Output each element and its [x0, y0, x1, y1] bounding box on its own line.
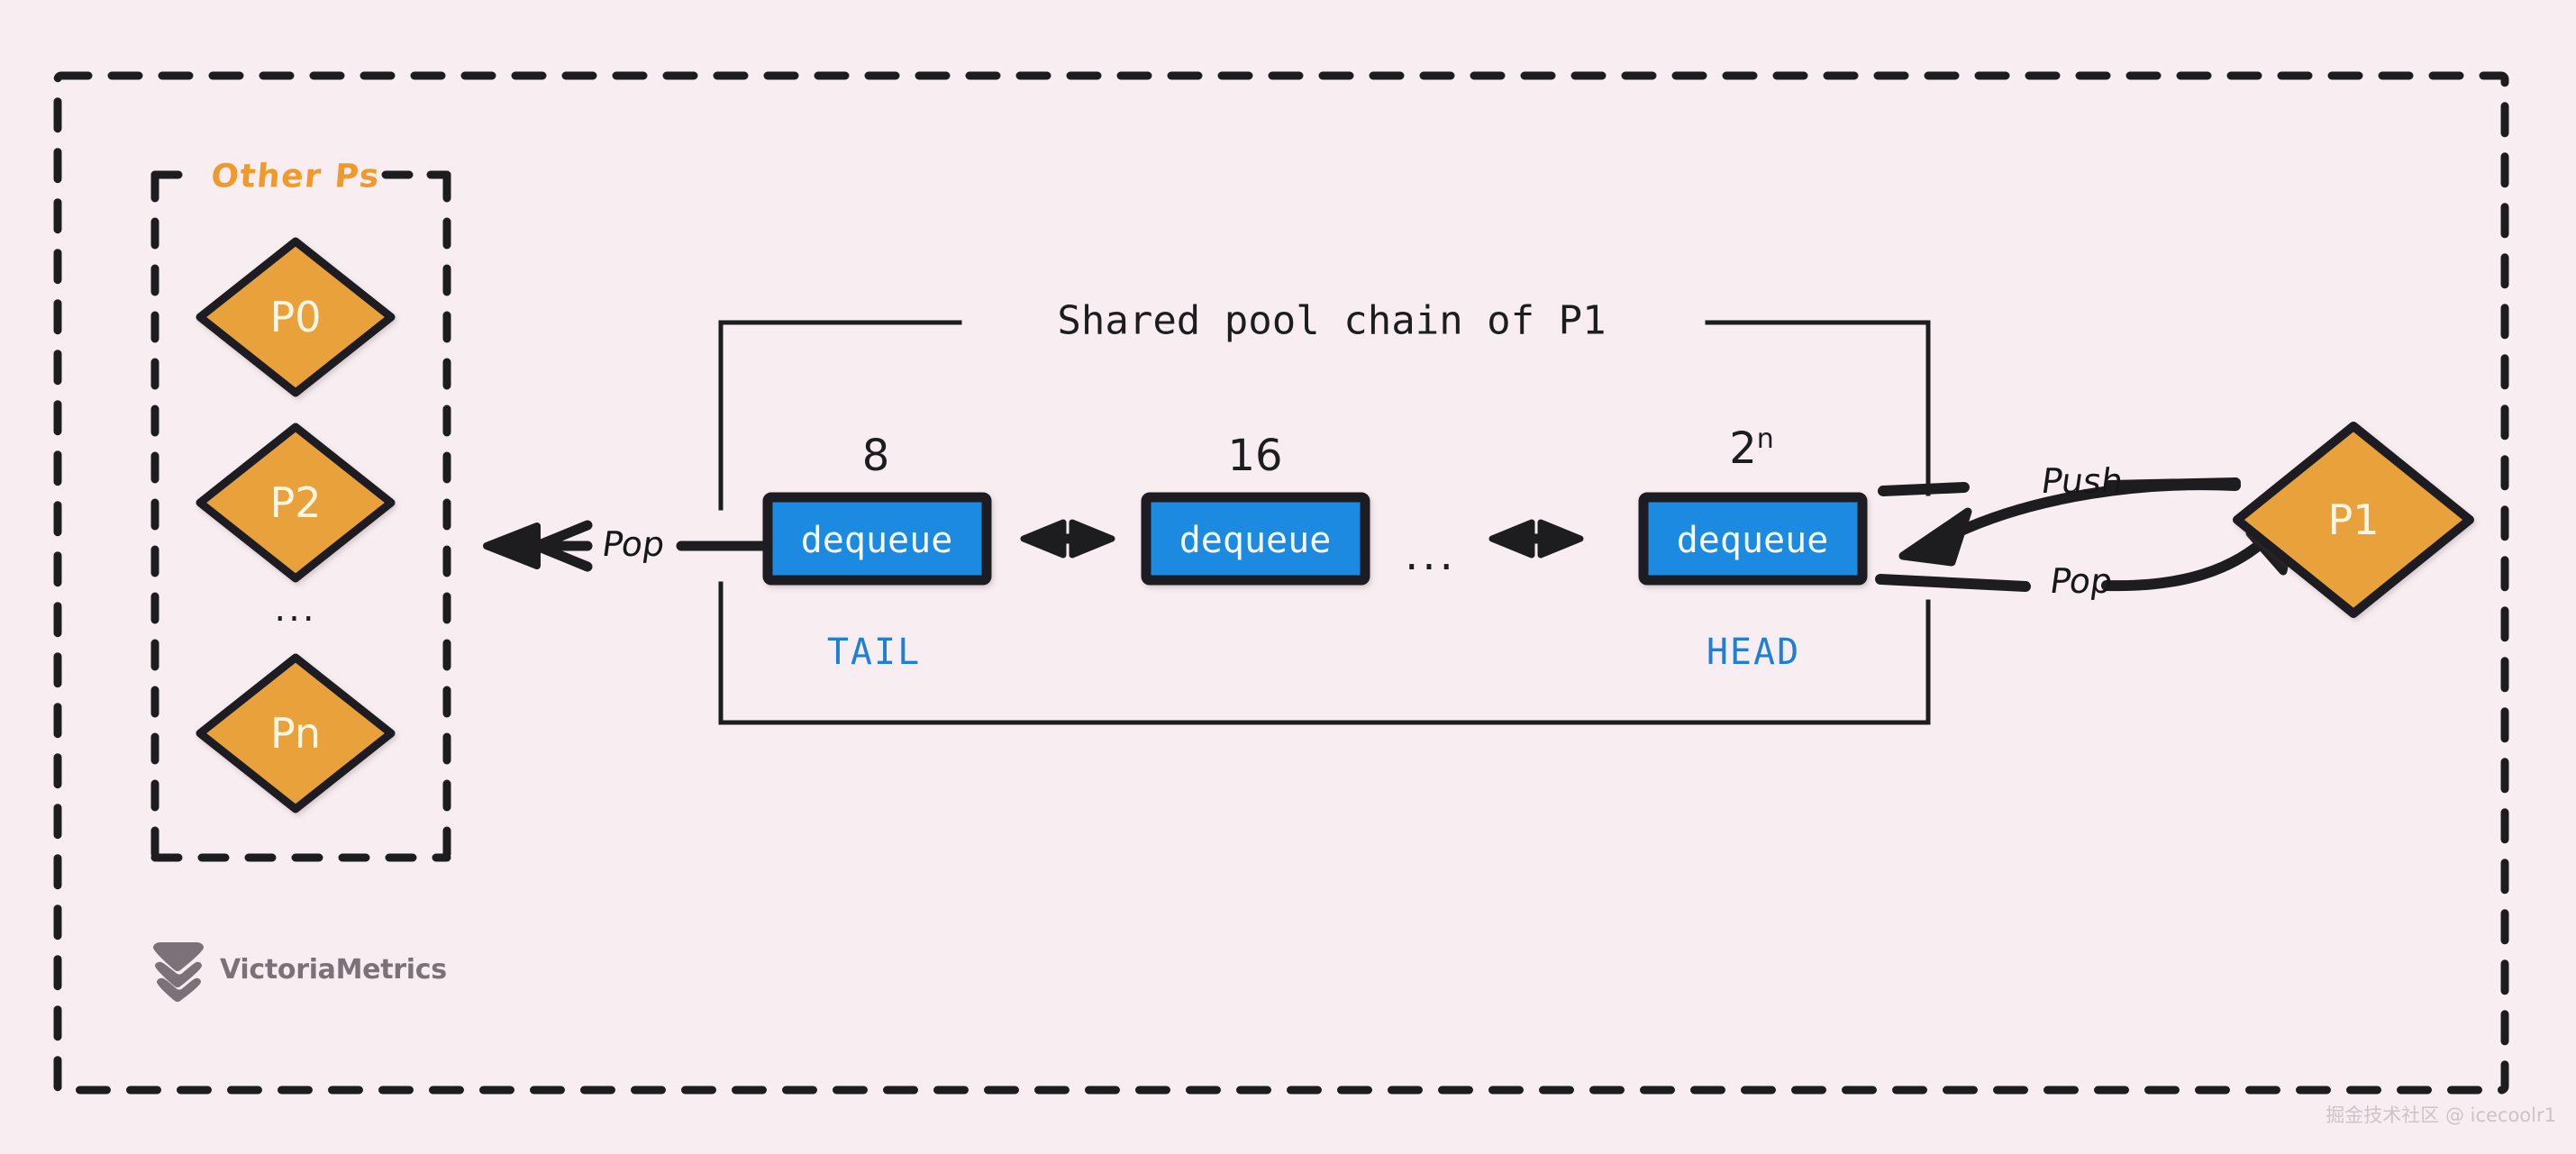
victoriametrics-logo-icon: [153, 942, 204, 1003]
outer-dashed-container: [53, 71, 2509, 1095]
brand-wordmark: VictoriaMetrics: [220, 953, 447, 986]
dequeue-label-middle: dequeue: [1179, 520, 1332, 561]
dequeue-size-tail: 8: [861, 431, 890, 481]
other-ps-caption: Other Ps: [209, 158, 382, 195]
endpoint-label-head: HEAD: [1706, 632, 1801, 673]
endpoint-label-tail: TAIL: [826, 632, 922, 673]
process-node-p2-label: P2: [269, 478, 322, 527]
brand-logo: VictoriaMetrics: [151, 939, 447, 1000]
dequeue-box-tail[interactable]: [762, 492, 992, 586]
dequeue-box-head[interactable]: [1638, 492, 1868, 586]
process-node-pn-label: Pn: [269, 709, 322, 758]
dequeue-size-head-base: 2: [1729, 423, 1757, 474]
process-node-pn[interactable]: [196, 653, 396, 813]
dequeue-label-tail: dequeue: [800, 520, 953, 561]
process-node-p2[interactable]: [196, 423, 396, 583]
dequeue-box-middle[interactable]: [1141, 492, 1370, 586]
dequeue-size-head-exponent: n: [1756, 423, 1774, 455]
shared-pool-title: Shared pool chain of P1: [1057, 297, 1607, 344]
pop-to-producer-label: Pop: [2047, 561, 2116, 601]
push-label: Push: [2038, 461, 2126, 501]
watermark-text: 掘金技术社区 @ icecoolr1: [2326, 1104, 2556, 1126]
other-ps-ellipsis: ...: [274, 588, 317, 630]
push-arrow: [1878, 477, 2241, 567]
dequeue-label-head: dequeue: [1676, 520, 1829, 561]
shared-pool-ellipsis: ...: [1405, 530, 1457, 580]
process-node-p0-label: P0: [269, 293, 322, 341]
link-arrow-middle-head: [1488, 519, 1584, 559]
pop-out-arrow: [483, 520, 778, 572]
process-node-p1[interactable]: [2233, 422, 2474, 618]
dequeue-size-head: 2n: [1729, 423, 1774, 474]
pop-out-label: Pop: [599, 524, 668, 564]
process-node-p0[interactable]: [196, 237, 396, 397]
process-node-p1-label: P1: [2327, 495, 2380, 544]
dequeue-size-middle: 16: [1227, 431, 1283, 481]
link-arrow-tail-middle: [1020, 519, 1115, 559]
